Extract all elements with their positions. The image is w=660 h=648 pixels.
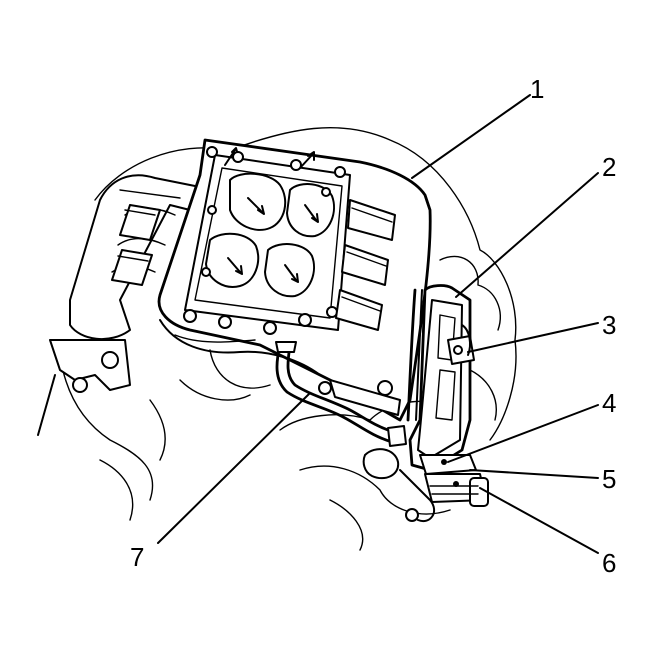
callout-7: 7 (130, 542, 144, 572)
leader-line-1 (411, 94, 531, 179)
callout-2: 2 (602, 152, 616, 182)
callout-4: 4 (602, 388, 616, 418)
callout-3: 3 (602, 310, 616, 340)
upper-intake-manifold (157, 138, 432, 422)
leader-line-5 (469, 469, 599, 479)
callout-5: 5 (602, 464, 616, 494)
leader-line-4 (447, 404, 599, 463)
leader-line-7 (157, 392, 311, 544)
left-mounting-bracket (37, 339, 131, 436)
fuel-rail-assembly (399, 284, 489, 523)
leader-line-2 (455, 172, 599, 298)
vacuum-hose (275, 341, 407, 447)
callout-1: 1 (530, 74, 544, 104)
lower-plenum (159, 319, 401, 480)
leader-line-6 (479, 487, 599, 554)
callout-6: 6 (602, 548, 616, 578)
leader-line-3 (467, 322, 599, 353)
leader-lines (157, 94, 599, 554)
